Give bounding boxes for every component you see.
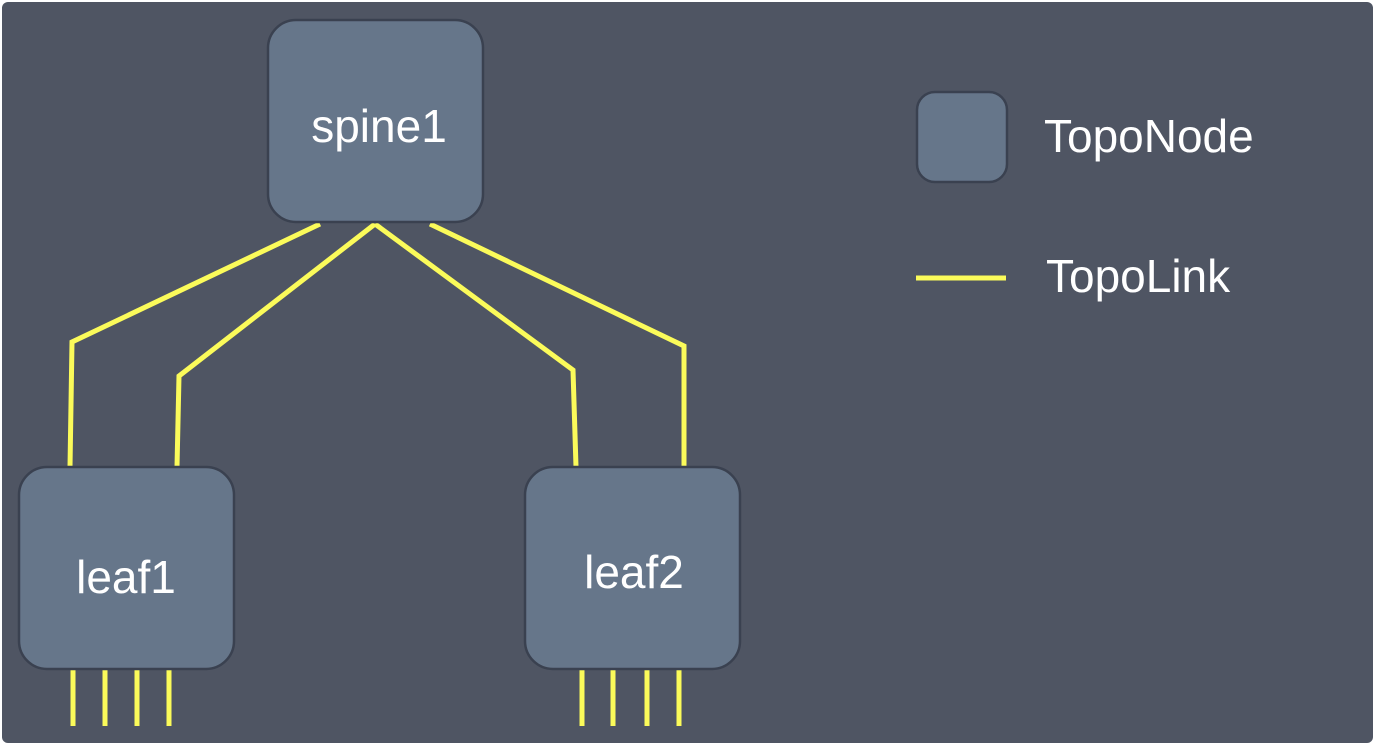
node-leaf2: leaf2 bbox=[523, 465, 742, 671]
legend-link-label: TopoLink bbox=[1046, 250, 1231, 302]
link-spine1-leaf2-b bbox=[428, 221, 687, 467]
legend: TopoNode TopoLink bbox=[915, 90, 1254, 302]
node-spine1: spine1 bbox=[266, 18, 485, 224]
node-label-leaf2: leaf2 bbox=[584, 546, 684, 598]
link-spine1-leaf1-b bbox=[174, 222, 377, 468]
legend-node-swatch bbox=[915, 90, 1009, 184]
link-spine1-leaf2-a bbox=[373, 221, 579, 468]
leaf1-edge-links bbox=[70, 670, 172, 726]
node-leaf1: leaf1 bbox=[17, 465, 236, 671]
node-label-spine1: spine1 bbox=[311, 100, 447, 152]
links bbox=[67, 221, 687, 468]
leaf2-edge-links bbox=[579, 670, 682, 726]
legend-node-label: TopoNode bbox=[1044, 110, 1254, 162]
node-label-leaf1: leaf1 bbox=[76, 551, 176, 603]
link-spine1-leaf1-a bbox=[67, 221, 322, 468]
